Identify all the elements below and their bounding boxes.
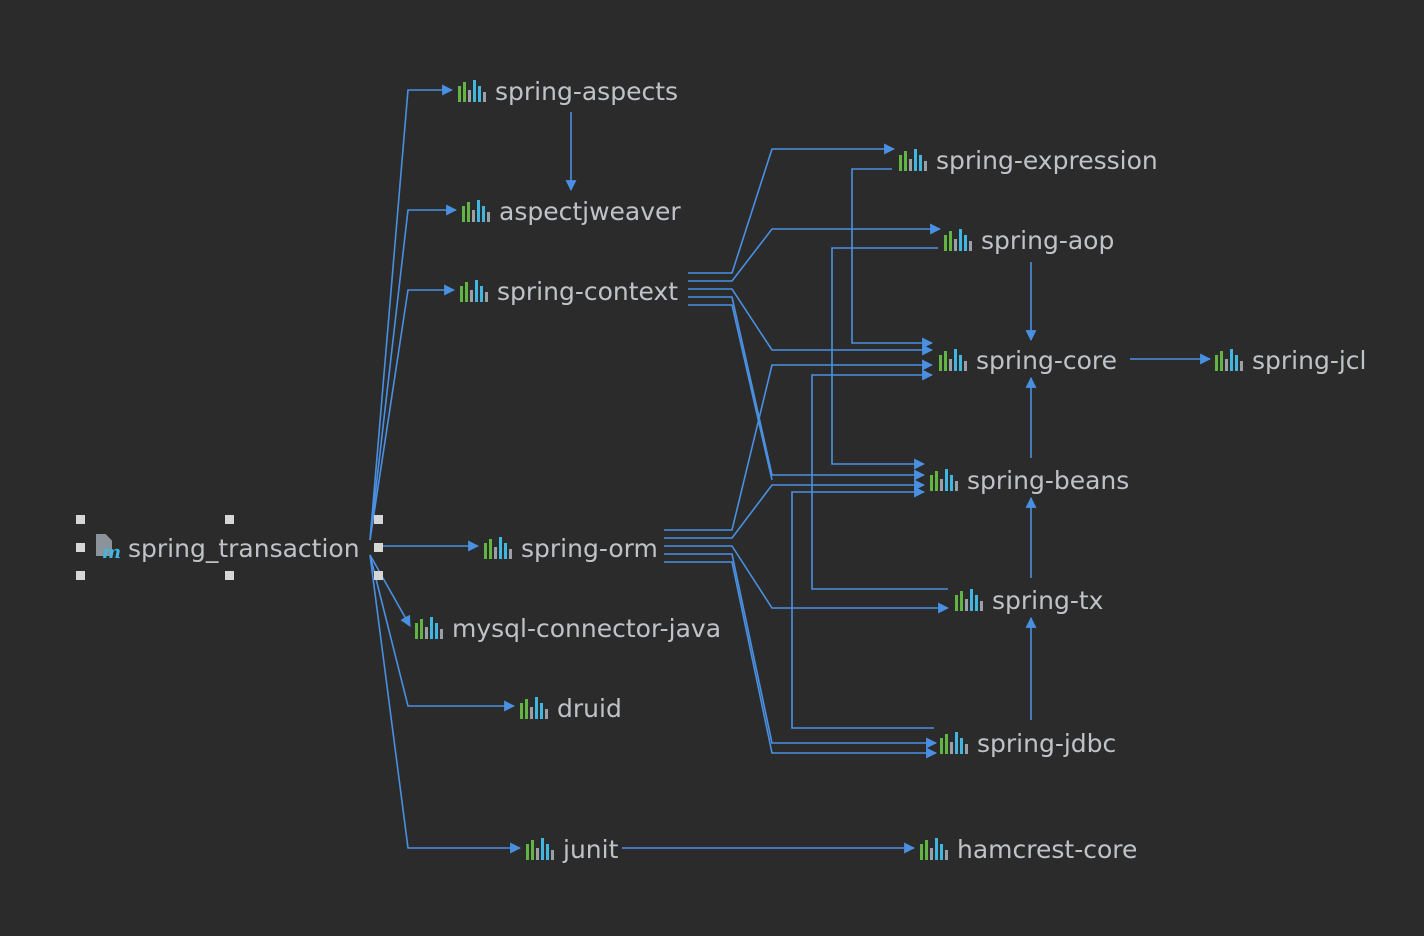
edge-root-spring-context: [369, 284, 456, 541]
selection-handle[interactable]: [374, 543, 383, 552]
node-spring-core[interactable]: spring-core: [939, 345, 1117, 375]
edge-root-druid: [369, 554, 516, 712]
node-spring-context[interactable]: spring-context: [460, 276, 678, 306]
library-icon: [520, 697, 550, 719]
edge-orm-jdbc: [664, 553, 938, 749]
node-label: aspectjweaver: [499, 196, 681, 226]
selection-handle[interactable]: [225, 571, 234, 580]
edge-context-expression: [688, 143, 896, 274]
node-label: spring-aop: [981, 225, 1115, 255]
node-label: druid: [557, 693, 622, 723]
selection-handle[interactable]: [374, 571, 383, 580]
node-druid[interactable]: druid: [520, 693, 622, 723]
node-label: junit: [563, 834, 619, 864]
node-label: mysql-connector-java: [452, 613, 722, 643]
edge-root-mysql: [369, 554, 411, 627]
selection-handle[interactable]: [76, 543, 85, 552]
library-icon: [955, 589, 985, 611]
library-icon: [415, 617, 445, 639]
node-spring-beans[interactable]: spring-beans: [930, 465, 1129, 495]
node-aspectjweaver[interactable]: aspectjweaver: [462, 196, 681, 226]
library-icon: [899, 149, 929, 171]
library-icon: [944, 229, 974, 251]
node-hamcrest-core[interactable]: hamcrest-core: [920, 834, 1137, 864]
library-icon: [1215, 349, 1245, 371]
library-icon: [526, 838, 556, 860]
edge-orm-jdbc-2: [664, 561, 938, 759]
library-icon: [939, 349, 969, 371]
edge-context-core: [688, 288, 934, 356]
node-junit[interactable]: junit: [526, 834, 618, 864]
node-spring-tx[interactable]: spring-tx: [955, 585, 1103, 615]
edge-orm-tx: [664, 545, 950, 614]
node-spring-transaction[interactable]: m spring_transaction: [96, 533, 360, 563]
edge-root-spring-aspects: [369, 84, 454, 541]
library-icon: [458, 80, 488, 102]
node-label: spring-core: [976, 345, 1118, 375]
node-label: spring-context: [497, 276, 679, 306]
edge-jdbc-beans: [791, 486, 934, 729]
node-label: spring_transaction: [128, 533, 360, 563]
node-label: spring-jcl: [1252, 345, 1367, 375]
edge-orm-beans: [664, 479, 926, 539]
node-label: spring-tx: [992, 585, 1104, 615]
node-label: spring-beans: [967, 465, 1130, 495]
edge-orm-core: [664, 359, 934, 531]
edge-aop-beans: [831, 247, 938, 470]
node-spring-orm[interactable]: spring-orm: [484, 533, 658, 563]
edge-expression-core: [851, 168, 934, 349]
node-label: spring-jdbc: [977, 728, 1117, 758]
node-label: spring-expression: [936, 145, 1158, 175]
edge-context-aop: [688, 223, 942, 282]
node-spring-jcl[interactable]: spring-jcl: [1215, 345, 1367, 375]
selection-handle[interactable]: [76, 571, 85, 580]
selection-handle[interactable]: [374, 515, 383, 524]
node-spring-expression[interactable]: spring-expression: [899, 145, 1158, 175]
edge-root-aspectjweaver: [369, 204, 458, 541]
node-spring-aop[interactable]: spring-aop: [944, 225, 1114, 255]
library-icon: [920, 838, 950, 860]
node-mysql-connector-java[interactable]: mysql-connector-java: [415, 613, 721, 643]
library-icon: [460, 280, 490, 302]
selection-handle[interactable]: [225, 515, 234, 524]
selection-handle[interactable]: [76, 515, 85, 524]
library-icon: [930, 469, 960, 491]
node-spring-jdbc[interactable]: spring-jdbc: [940, 728, 1116, 758]
node-label: hamcrest-core: [957, 834, 1138, 864]
maven-module-icon: m: [96, 534, 121, 563]
node-spring-aspects[interactable]: spring-aspects: [458, 76, 678, 106]
edge-root-junit: [369, 554, 522, 854]
library-icon: [940, 732, 970, 754]
library-icon: [462, 200, 492, 222]
edge-tx-core: [811, 369, 948, 590]
edge-context-beans: [688, 296, 926, 481]
library-icon: [484, 537, 514, 559]
node-label: spring-aspects: [495, 76, 679, 106]
node-label: spring-orm: [521, 533, 658, 563]
